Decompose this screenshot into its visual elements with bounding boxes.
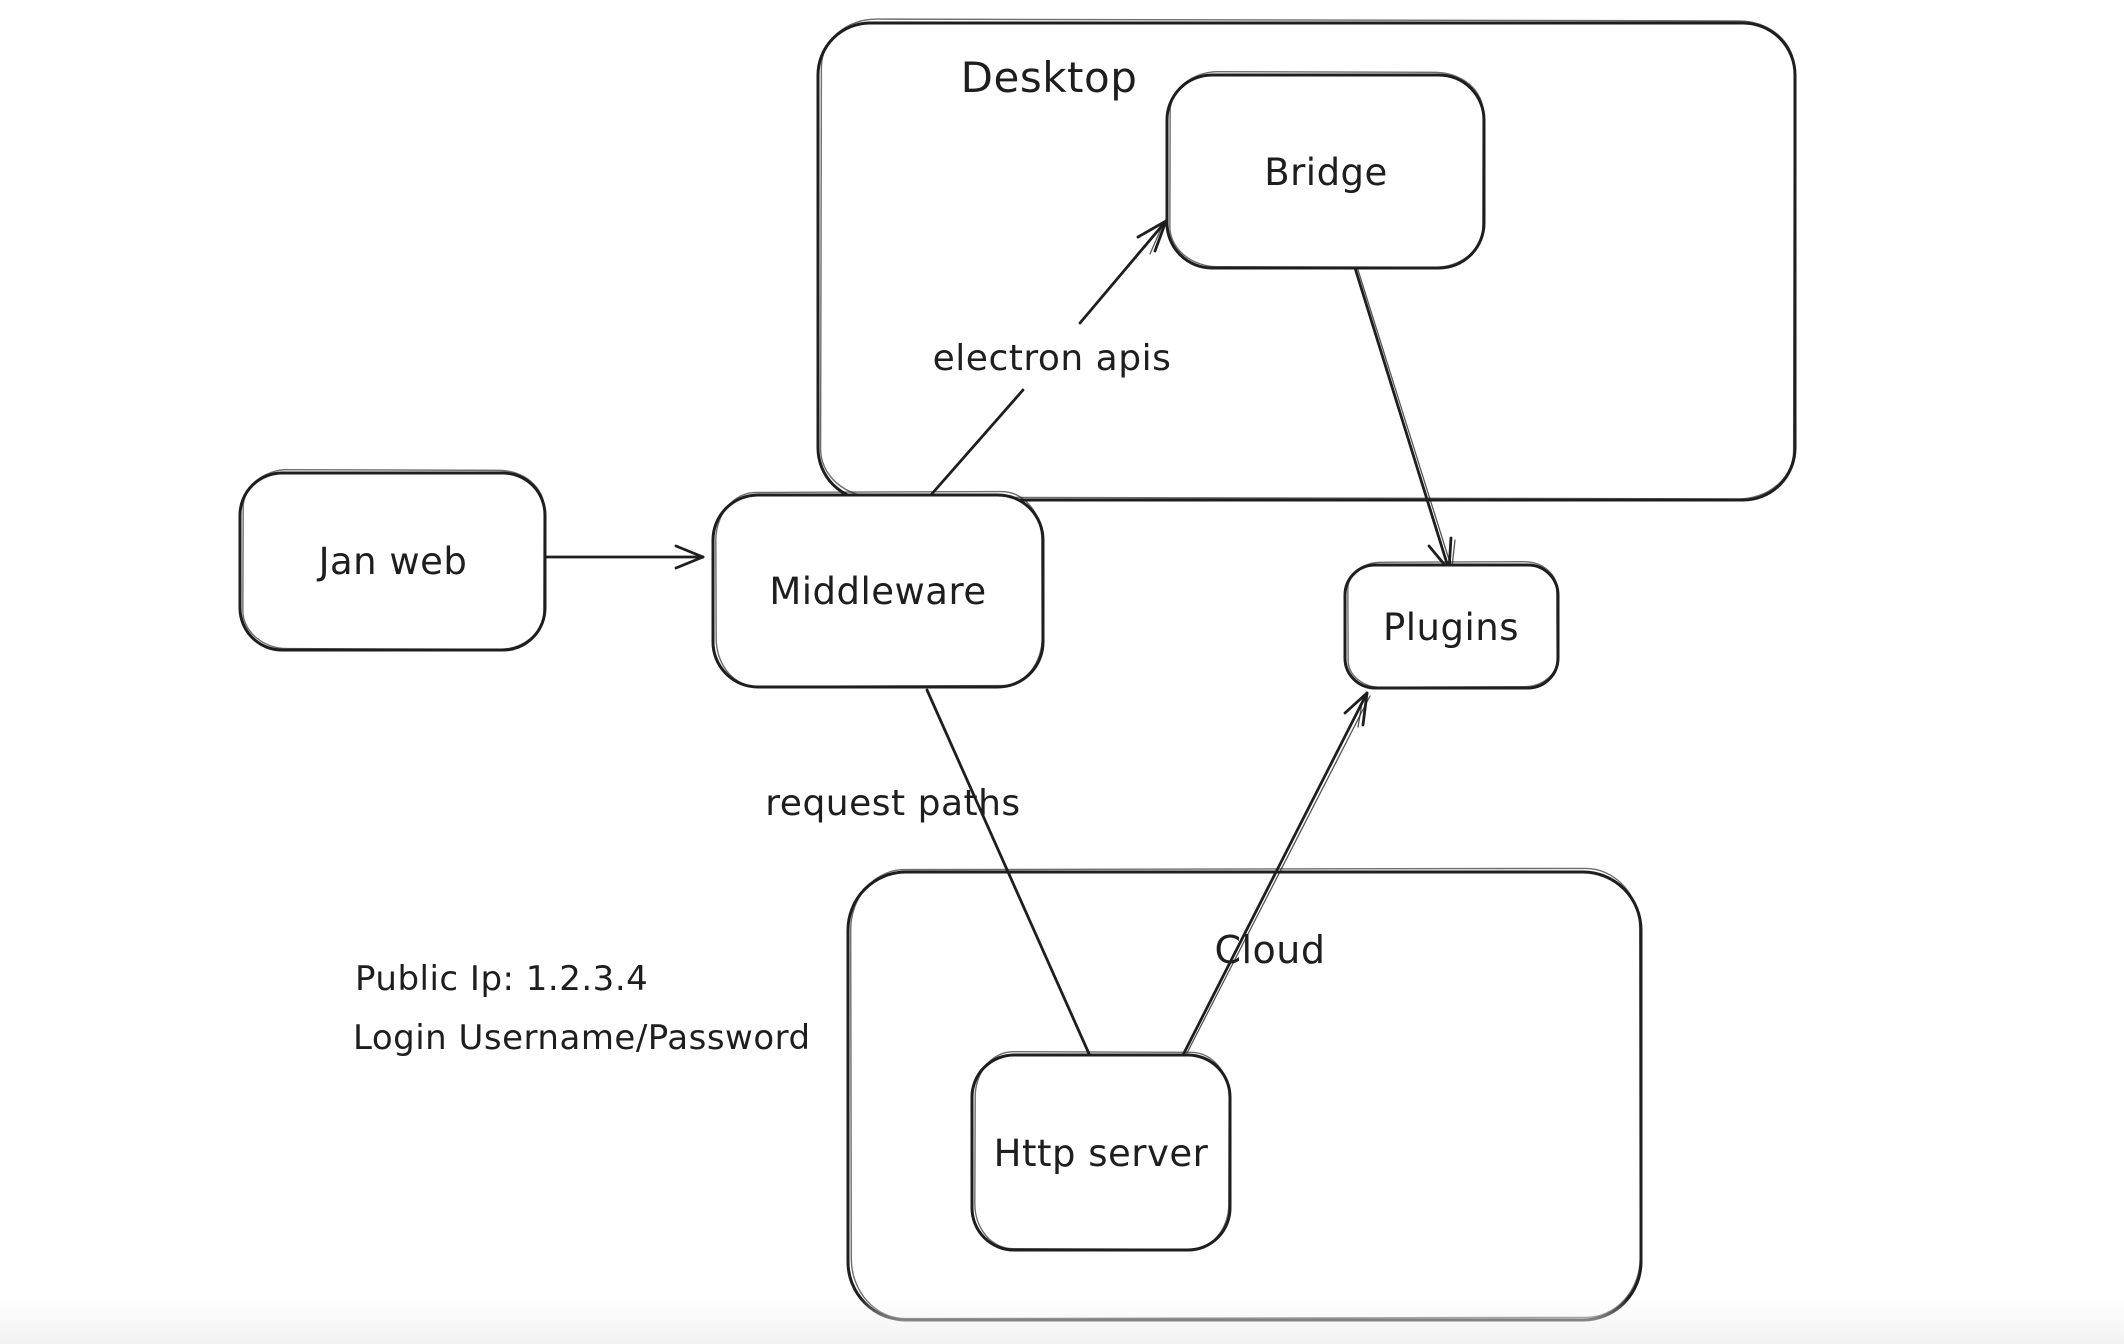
- edge-bridge-to-plugins[interactable]: [1353, 266, 1456, 572]
- edge-middleware-to-bridge-line-lower[interactable]: [928, 388, 1025, 498]
- node-http-server-label: Http server: [994, 1132, 1209, 1175]
- edge-jan-web-to-middleware-arrowhead: [674, 544, 705, 570]
- annotation-login: Login Username/Password: [353, 1018, 811, 1058]
- annotation-public-ip: Public Ip: 1.2.3.4: [355, 959, 648, 999]
- edge-middleware-to-bridge[interactable]: [928, 219, 1168, 498]
- edge-middleware-to-http-server-line[interactable]: [925, 688, 1092, 1058]
- container-desktop[interactable]: Desktop: [816, 18, 1797, 502]
- edge-bridge-to-plugins-line[interactable]: [1353, 266, 1451, 572]
- container-desktop-sketch-stroke: [819, 18, 1796, 500]
- node-plugins[interactable]: Plugins: [1343, 560, 1560, 690]
- node-http-server-sketch-stroke: [974, 1050, 1230, 1251]
- node-bridge-label: Bridge: [1264, 151, 1388, 194]
- node-jan-web-box[interactable]: [238, 471, 547, 652]
- annotation-block[interactable]: Public Ip: 1.2.3.4 Login Username/Passwo…: [353, 959, 811, 1058]
- container-desktop-box[interactable]: [816, 21, 1797, 502]
- edge-http-server-to-plugins-arrowhead: [1343, 691, 1369, 727]
- edge-bridge-to-plugins-line-sketch: [1357, 269, 1452, 567]
- node-middleware-label: Middleware: [769, 570, 986, 613]
- edge-middleware-to-bridge-arrowhead-sketch: [1149, 223, 1164, 255]
- node-bridge-box[interactable]: [1165, 73, 1486, 270]
- container-cloud-label: Cloud: [1214, 928, 1325, 972]
- edge-label-request-paths: request paths: [765, 783, 1020, 824]
- node-bridge-sketch-stroke: [1169, 71, 1484, 268]
- node-plugins-box[interactable]: [1343, 563, 1560, 690]
- container-desktop-label: Desktop: [961, 53, 1138, 102]
- edge-http-server-to-plugins-arrowhead-sketch: [1357, 696, 1364, 728]
- node-bridge[interactable]: Bridge: [1165, 71, 1486, 270]
- edge-label-electron-apis: electron apis: [933, 338, 1172, 379]
- node-middleware-box[interactable]: [711, 493, 1045, 689]
- edge-http-server-to-plugins-line[interactable]: [1181, 691, 1369, 1057]
- node-jan-web[interactable]: Jan web: [238, 468, 547, 652]
- edge-bridge-to-plugins-arrowhead-sketch: [1451, 539, 1456, 568]
- node-plugins-sketch-stroke: [1347, 560, 1558, 689]
- edge-http-server-to-plugins[interactable]: [1181, 691, 1371, 1057]
- edge-jan-web-to-middleware[interactable]: [545, 544, 705, 570]
- node-http-server-box[interactable]: [970, 1053, 1232, 1252]
- node-jan-web-sketch-stroke: [242, 468, 545, 651]
- edge-middleware-to-bridge-line-upper[interactable]: [1078, 219, 1168, 325]
- node-jan-web-label: Jan web: [317, 540, 468, 583]
- node-middleware[interactable]: Middleware: [711, 490, 1045, 689]
- edge-http-server-to-plugins-line-sketch: [1186, 695, 1371, 1054]
- edge-middleware-to-http-server[interactable]: [925, 688, 1092, 1058]
- edge-middleware-to-bridge-arrowhead: [1136, 219, 1168, 253]
- node-http-server[interactable]: Http server: [970, 1050, 1232, 1252]
- node-middleware-sketch-stroke: [715, 490, 1043, 688]
- node-plugins-label: Plugins: [1383, 606, 1519, 649]
